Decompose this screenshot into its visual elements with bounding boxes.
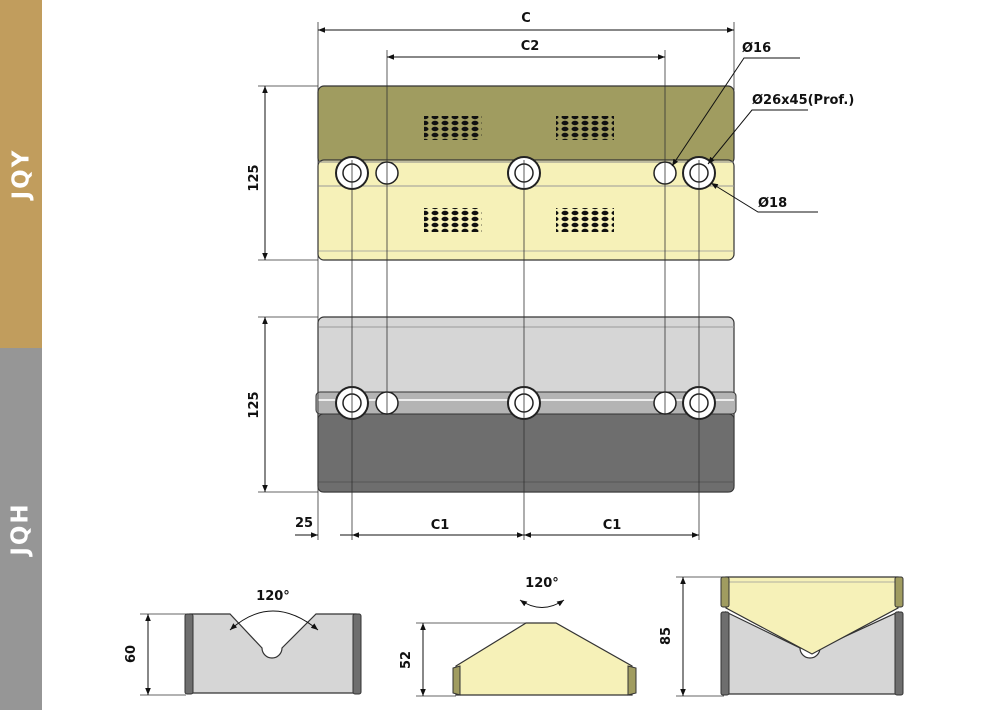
jqh-top-view: [315, 316, 737, 493]
profile-prism: [416, 599, 637, 697]
dim-offset-label: 25: [295, 516, 313, 531]
prism-angle-label: 120°: [525, 576, 559, 591]
combo-height-label: 85: [659, 627, 674, 645]
dim-c1-right-label: C1: [603, 518, 622, 533]
prism-height-label: 52: [399, 651, 414, 669]
dim-height-top-label: 125: [247, 164, 262, 191]
logo-marks-top: [424, 116, 614, 232]
v-angle-label: 120°: [256, 589, 290, 604]
tab-jqy[interactable]: JQY: [0, 0, 42, 348]
v-height-label: 60: [124, 645, 139, 663]
dim-hole18-label: Ø18: [758, 196, 787, 211]
dim-hole16-label: Ø16: [742, 41, 771, 56]
profile-combo: [676, 576, 904, 697]
tab-jqh[interactable]: JQH: [0, 348, 42, 710]
dim-c1-left-label: C1: [431, 518, 450, 533]
profile-v-die: [140, 610, 362, 696]
dim-hole26-label: Ø26x45(Prof.): [752, 93, 854, 108]
extension-lines: [258, 22, 735, 540]
dim-c-label: C: [521, 11, 531, 26]
dim-height-bottom-label: 125: [247, 391, 262, 418]
jqy-top-view: [317, 85, 735, 261]
dim-c2-label: C2: [521, 39, 540, 54]
dimension-lines: [262, 27, 818, 538]
